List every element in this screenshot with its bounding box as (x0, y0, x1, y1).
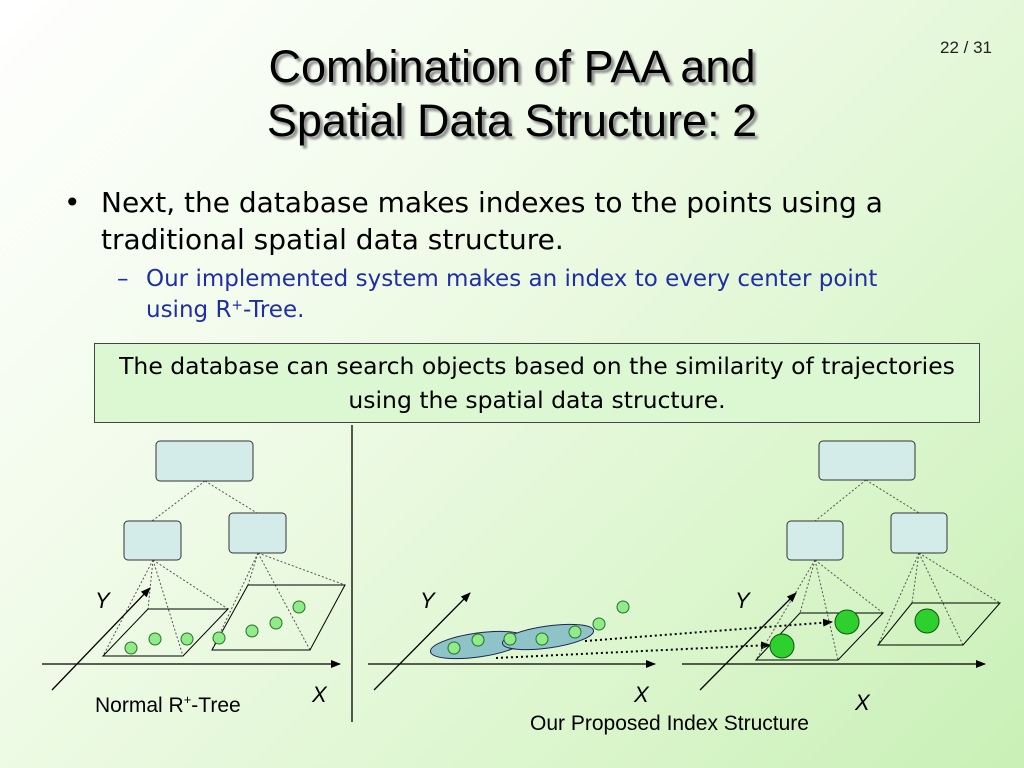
bullet-text: Next, the database makes indexes to the … (101, 186, 883, 256)
left-point (180, 632, 194, 646)
left-child-node-2 (228, 512, 287, 554)
middle-point (471, 633, 485, 647)
left-caption-superscript: + (184, 692, 192, 707)
callout-box: The database can search objects based on… (94, 343, 980, 423)
left-caption: Normal R+-Tree (95, 692, 241, 717)
left-point (245, 624, 259, 638)
right-center-points (769, 608, 940, 659)
center-point (914, 608, 940, 634)
left-point (148, 632, 162, 646)
sub-bullet-item: – Our implemented system makes an index … (117, 264, 917, 326)
right-tree-edges (755, 479, 1001, 661)
left-point (292, 600, 306, 614)
middle-panel-trajectories: Y X (368, 588, 833, 707)
bullet-marker: • (64, 186, 81, 219)
sub-bullet-text: Our implemented system makes an index to… (146, 264, 917, 326)
center-point (834, 609, 860, 635)
sub-bullet-text-after: -Tree. (242, 297, 305, 323)
right-region-2 (876, 602, 1002, 646)
left-x-axis-label: X (311, 682, 328, 707)
title-line-1: Combination of PAA and (268, 41, 756, 92)
slide-title: Combination of PAA and Spatial Data Stru… (0, 40, 1024, 148)
middle-point (592, 617, 606, 631)
left-y-axis (51, 587, 151, 691)
sub-bullet-marker: – (117, 266, 129, 292)
left-caption-before: Normal R (95, 694, 184, 717)
right-caption: Our Proposed Index Structure (530, 712, 809, 735)
page-number: 22 / 31 (940, 38, 992, 57)
right-root-node (818, 440, 916, 481)
center-point (769, 633, 795, 659)
right-panel-proposed-index: Y X (682, 440, 1002, 715)
middle-x-axis-label: X (633, 682, 650, 707)
left-child-node-1 (123, 520, 182, 561)
left-points (124, 600, 306, 655)
left-point (269, 616, 283, 630)
left-y-axis-label: Y (95, 588, 111, 613)
right-y-axis-label: Y (735, 588, 751, 613)
left-point (124, 641, 138, 655)
left-region-2 (211, 584, 346, 651)
right-child-node-1 (786, 520, 844, 561)
left-caption-after: -Tree (191, 694, 240, 717)
middle-point (568, 625, 582, 639)
right-y-axis (699, 592, 797, 691)
middle-point (616, 600, 630, 614)
middle-y-axis (373, 592, 471, 691)
mapping-arrow-2 (584, 618, 833, 642)
title-line-2: Spatial Data Structure: 2 (266, 95, 758, 146)
sub-bullet-text-before: Our implemented system makes an index to… (146, 266, 878, 323)
right-child-node-2 (890, 512, 948, 554)
middle-point (503, 632, 517, 646)
left-region-1 (101, 608, 230, 657)
mapping-arrow-1 (495, 641, 771, 659)
bullet-item: • Next, the database makes indexes to th… (64, 184, 964, 258)
right-x-axis-label: X (854, 690, 871, 715)
middle-points (447, 600, 630, 655)
middle-point (535, 632, 549, 646)
left-tree-edges (102, 480, 346, 657)
middle-point (447, 641, 461, 655)
left-point (212, 631, 226, 645)
callout-text: The database can search objects based on… (119, 352, 955, 414)
sub-bullet-superscript: + (231, 297, 243, 314)
left-root-node (155, 440, 254, 482)
left-panel-normal-rtree: Y X Normal R+-Tree (42, 440, 346, 717)
middle-y-axis-label: Y (420, 588, 436, 613)
